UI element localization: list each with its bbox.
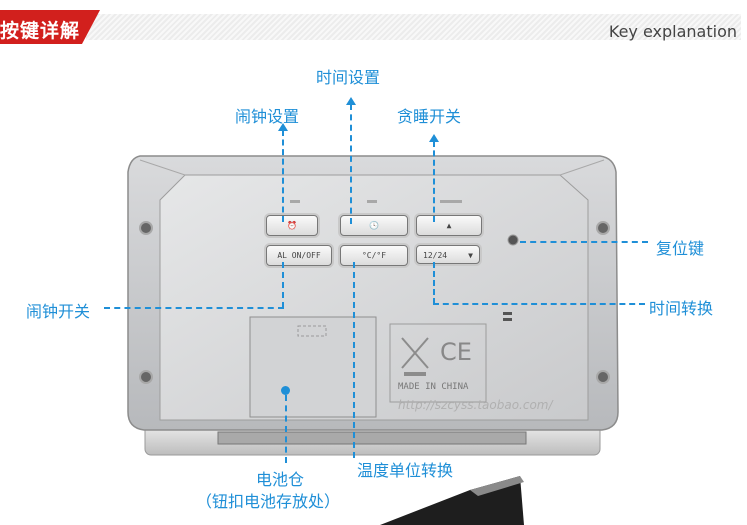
snooze-arrow — [429, 134, 439, 142]
label-battery-line1: 电池仓 — [256, 470, 305, 489]
screw-top-right — [596, 221, 610, 235]
alarm-setting-arrow — [278, 123, 288, 131]
btn-time-format-label: 12/24 — [423, 251, 448, 260]
screw-bottom-left — [139, 370, 153, 384]
clock-icon: 🕓 — [369, 221, 379, 230]
time-setting-arrow — [346, 97, 356, 105]
label-alarm-setting: 闹钟设置 — [235, 107, 300, 126]
header-red-tab — [0, 10, 82, 44]
alarm-on-off-button[interactable]: AL ON/OFF — [266, 245, 332, 266]
label-time-setting: 时间设置 — [316, 68, 381, 87]
time-set-button[interactable]: 🕓 — [340, 215, 408, 236]
battery-line — [285, 395, 287, 463]
label-alarm-switch: 闹钟开关 — [26, 302, 91, 321]
screw-top-left — [139, 221, 153, 235]
btn-temp-unit-label: °C/°F — [361, 251, 387, 260]
screw-bottom-right — [596, 370, 610, 384]
header-subtitle: Key explanation — [608, 22, 737, 41]
snooze-line — [433, 141, 435, 222]
battery-dot — [281, 386, 290, 395]
header-hatch-band — [86, 14, 741, 40]
triangle-down-icon: ▼ — [468, 251, 473, 260]
time-setting-line — [350, 104, 352, 224]
label-battery-line2: （钮扣电池存放处） — [196, 492, 341, 511]
header-title: 按键详解 — [0, 20, 81, 42]
alarm-switch-line-h — [104, 307, 284, 309]
btn-alarm-on-off-label: AL ON/OFF — [277, 251, 321, 260]
alarm-setting-line — [282, 130, 284, 222]
section-header: 按键详解 Key explanation — [0, 10, 747, 44]
temp-convert-line — [353, 262, 355, 458]
watermark-text: http://szcyss.taobao.com/ — [398, 398, 553, 412]
label-snooze-switch: 贪睡开关 — [397, 107, 462, 126]
time-convert-line-h — [433, 303, 645, 305]
alarm-switch-line-v — [282, 262, 284, 308]
alarm-set-button[interactable]: ⏰ — [266, 215, 318, 236]
label-time-convert: 时间转换 — [649, 299, 714, 318]
temp-unit-button[interactable]: °C/°F — [340, 245, 408, 266]
snooze-up-button[interactable]: ▲ — [416, 215, 482, 236]
triangle-up-icon: ▲ — [446, 221, 452, 230]
time-convert-line-v — [433, 262, 435, 304]
time-format-button[interactable]: 12/24 ▼ — [416, 245, 480, 264]
label-temp-convert: 温度单位转换 — [357, 461, 454, 480]
alarm-clock-icon: ⏰ — [287, 221, 297, 230]
reset-line — [520, 241, 648, 243]
label-reset-key: 复位键 — [656, 239, 705, 258]
ce-mark: CE — [440, 338, 472, 366]
header-red-slant — [82, 10, 100, 44]
made-in-china-text: MADE IN CHINA — [398, 382, 469, 392]
